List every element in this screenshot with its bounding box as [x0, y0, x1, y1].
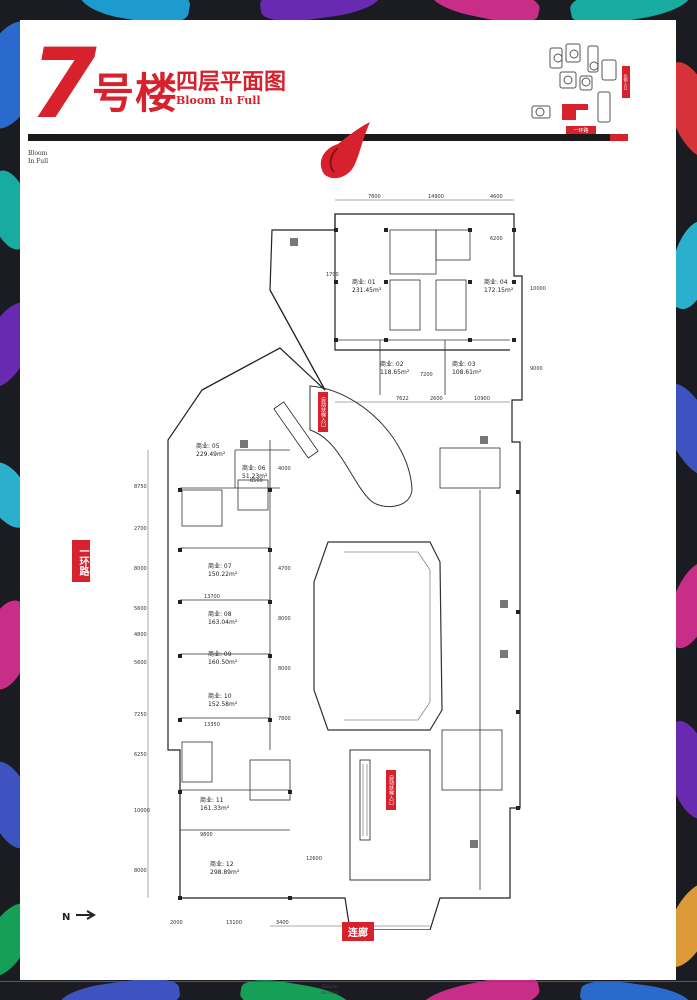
svg-text:4000: 4000	[278, 466, 291, 472]
svg-text:8000: 8000	[134, 868, 147, 874]
dim-top-3: 4600	[490, 194, 503, 200]
keymap-road-label: 一环路	[573, 127, 588, 134]
svg-text:2700: 2700	[134, 526, 147, 532]
svg-text:商业: 03: 商业: 03	[452, 360, 476, 368]
svg-text:1700: 1700	[326, 272, 339, 278]
title-english: Bloom In Full	[176, 94, 261, 107]
svg-text:商业: 01: 商业: 01	[352, 278, 376, 286]
dim-top-4: 6200	[490, 236, 503, 242]
svg-text:9000: 9000	[530, 366, 543, 372]
svg-text:51.23m²: 51.23m²	[242, 473, 268, 480]
svg-text:229.49m²: 229.49m²	[196, 451, 226, 458]
svg-text:5600: 5600	[134, 606, 147, 612]
svg-text:7800: 7800	[278, 716, 291, 722]
svg-text:172.15m²: 172.15m²	[484, 287, 514, 294]
dim-inner-group: 13700 13350 9800 8500 4000 4700 8000 800…	[200, 272, 546, 862]
svg-text:7200: 7200	[420, 372, 433, 378]
svg-text:商业: 05: 商业: 05	[196, 442, 220, 450]
north-label: N	[62, 912, 71, 923]
dim-top-1: 7800	[368, 194, 381, 200]
title-bar	[28, 134, 628, 141]
north-arrow: N	[62, 910, 96, 923]
red-petal-ornament	[320, 122, 370, 179]
svg-text:12600: 12600	[306, 856, 322, 862]
left-road-label: 一环路	[72, 540, 90, 582]
svg-text:10000: 10000	[530, 286, 546, 292]
svg-text:商业: 04: 商业: 04	[484, 278, 508, 286]
footer-line	[0, 981, 697, 982]
svg-text:9800: 9800	[200, 832, 213, 838]
svg-text:108.61m²: 108.61m²	[452, 369, 482, 376]
building-number: 7	[30, 28, 97, 140]
dim-mid-1: 7622	[396, 396, 409, 402]
dim-bottom-2: 13100	[226, 920, 242, 926]
svg-text:13700: 13700	[204, 594, 220, 600]
keymap-side-label: 北侧入口	[624, 73, 629, 91]
svg-text:商业: 12: 商业: 12	[210, 860, 234, 868]
svg-text:商业: 09: 商业: 09	[208, 650, 232, 658]
svg-text:160.50m²: 160.50m²	[208, 659, 238, 666]
svg-text:5600: 5600	[134, 660, 147, 666]
svg-text:商业: 08: 商业: 08	[208, 610, 232, 618]
escalator-entrance-lower: 自动扶梯入口	[388, 774, 394, 806]
svg-text:商业: 10: 商业: 10	[208, 692, 232, 700]
dim-mid-3: 10900	[474, 396, 490, 402]
svg-text:161.33m²: 161.33m²	[200, 805, 230, 812]
svg-text:8000: 8000	[278, 616, 291, 622]
building-label: 号楼	[92, 69, 179, 118]
north-arrow-icon	[75, 910, 96, 920]
svg-text:7250: 7250	[134, 712, 147, 718]
svg-text:4800: 4800	[134, 632, 147, 638]
svg-text:商业: 06: 商业: 06	[242, 464, 266, 472]
svg-text:163.04m²: 163.04m²	[208, 619, 238, 626]
svg-text:8000: 8000	[278, 666, 291, 672]
dim-left-group: 8750 2700 8000 5600 4800 5600 7250 6250 …	[134, 484, 150, 874]
svg-text:8000: 8000	[134, 566, 147, 572]
svg-text:231.45m²: 231.45m²	[352, 287, 382, 294]
svg-text:商业: 11: 商业: 11	[200, 796, 224, 804]
dim-bottom-1: 2000	[170, 920, 183, 926]
svg-text:298.89m²: 298.89m²	[210, 869, 240, 876]
title-bar-accent	[610, 134, 628, 141]
svg-text:13350: 13350	[204, 722, 220, 728]
svg-text:8500: 8500	[250, 478, 263, 484]
svg-text:150.22m²: 150.22m²	[208, 571, 238, 578]
dim-mid-2: 2600	[430, 396, 443, 402]
bottom-corridor-label: 连廊	[342, 922, 374, 941]
svg-text:152.58m²: 152.58m²	[208, 701, 238, 708]
floor-title: 四层平面图	[176, 70, 287, 95]
site-key-map: 一环路 北侧入口	[531, 43, 630, 134]
svg-text:商业: 07: 商业: 07	[208, 562, 232, 570]
svg-text:商业: 02: 商业: 02	[380, 360, 404, 368]
svg-text:6250: 6250	[134, 752, 147, 758]
escalator-entrance-upper: 自动扶梯入口	[320, 396, 326, 428]
poster-panel	[20, 20, 676, 980]
svg-text:118.65m²: 118.65m²	[380, 369, 410, 376]
dim-bottom-3: 3400	[276, 920, 289, 926]
svg-text:10000: 10000	[134, 808, 150, 814]
dim-top-2: 14900	[428, 194, 444, 200]
svg-text:4700: 4700	[278, 566, 291, 572]
svg-text:8750: 8750	[134, 484, 147, 490]
